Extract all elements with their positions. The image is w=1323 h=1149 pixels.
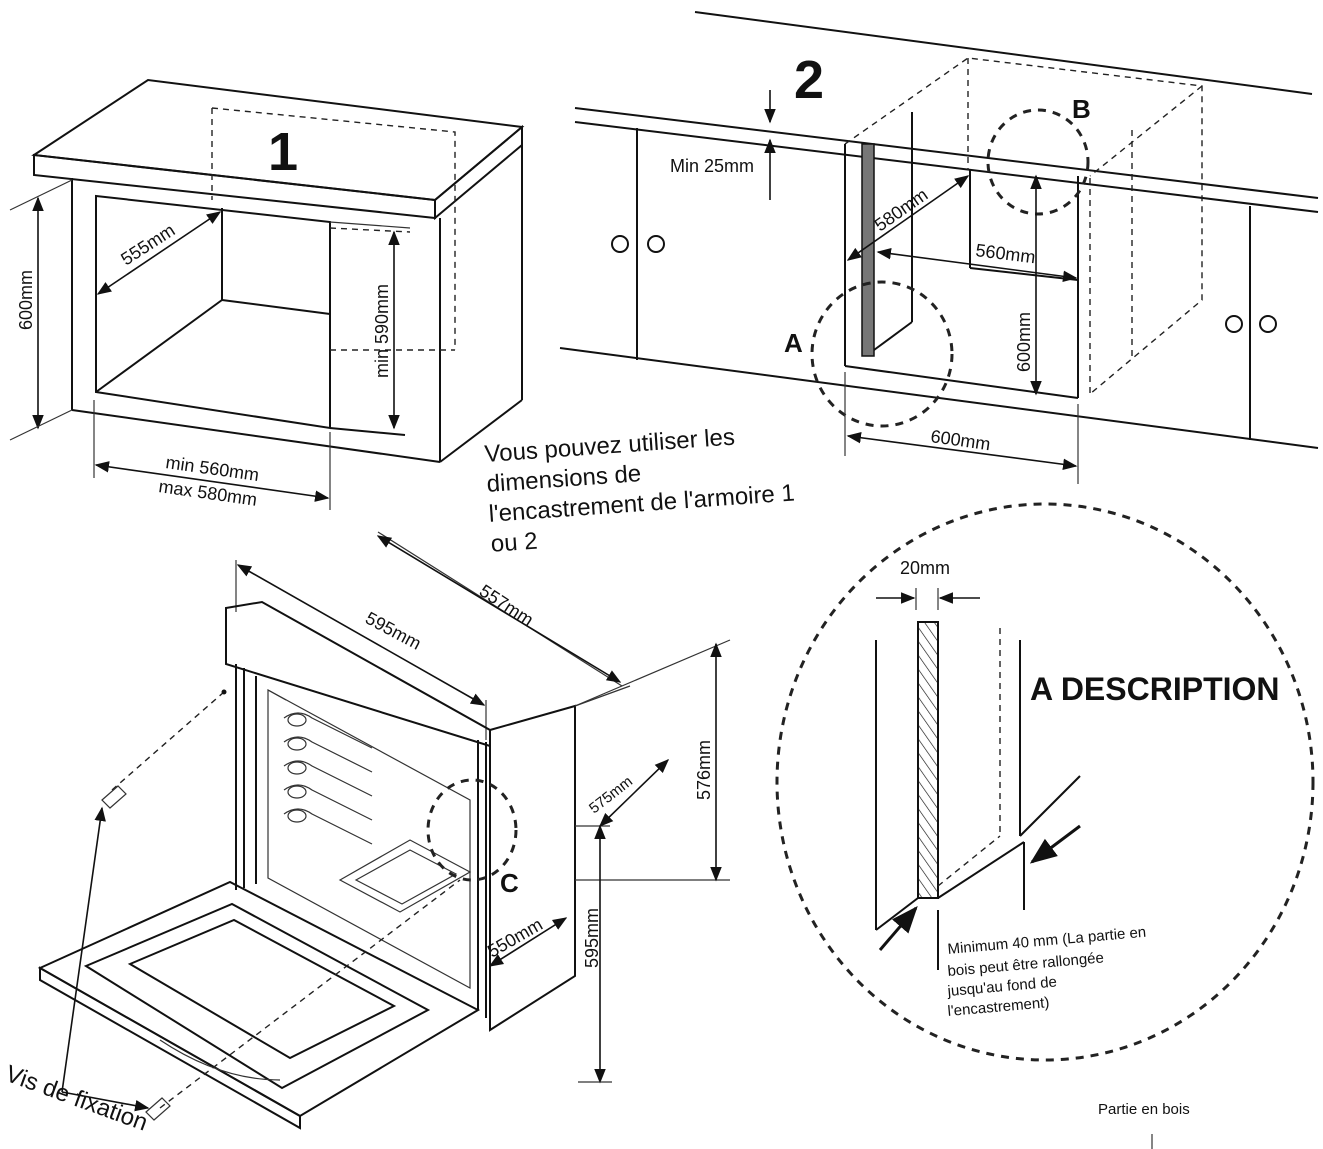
fig2-depth-label: 580mm xyxy=(871,184,932,235)
fig1-depth-label: 555mm xyxy=(117,220,178,269)
oven-door-depth-label: 550mm xyxy=(484,914,546,961)
knob-icon xyxy=(611,235,629,253)
fig2-inner-width-label: 560mm xyxy=(975,240,1037,267)
fig2-gap-label: Min 25mm xyxy=(670,156,754,176)
wood-panel xyxy=(917,621,939,899)
detail-circle-b xyxy=(986,108,1090,216)
oven-side-depth-label: 575mm xyxy=(586,773,636,817)
rack-supports xyxy=(283,712,373,845)
detail-min-line-1: Minimum 40 mm (La partie en xyxy=(947,924,1147,958)
note-line-1: Vous pouvez utiliser les xyxy=(484,424,736,468)
screw-icon xyxy=(145,1097,171,1121)
oven-height-top-label: 576mm xyxy=(694,740,714,800)
detail-circle-a xyxy=(810,280,954,428)
fig2-height-label: 600mm xyxy=(1014,312,1034,372)
detail-thickness-label: 20mm xyxy=(900,558,950,578)
detail-a-circle xyxy=(775,502,1315,1062)
detail-title: A DESCRIPTION xyxy=(1030,671,1280,707)
knob-icon xyxy=(647,235,665,253)
oven-width-label: 595mm xyxy=(362,608,424,654)
fig1-height-label: 600mm xyxy=(16,270,36,330)
screw-icon xyxy=(101,785,127,809)
side-panel xyxy=(861,143,875,357)
fig1-min-height-label: min 590mm xyxy=(372,284,392,378)
fig1-number: 1 xyxy=(268,122,298,182)
fig2-width-label: 600mm xyxy=(929,426,991,454)
note-line-4: ou 2 xyxy=(490,528,538,558)
oven-drawing: C 576mm 595mm 575mm 550mm 557mm 595mm Vi… xyxy=(2,531,731,1137)
figure-2-kitchen-run: Min 25mm 580mm 560mm 600mm 600mm A B 2 xyxy=(559,11,1319,484)
fig2-number: 2 xyxy=(794,50,824,110)
figure-1-cabinet: 600mm 555mm min 590mm min 560mm max 580m… xyxy=(9,78,525,510)
detail-a-view: A DESCRIPTION 20mm Minimum 40 mm (La par… xyxy=(775,502,1315,1149)
marker-a: A xyxy=(784,328,803,358)
oven-height-label: 595mm xyxy=(582,908,602,968)
oven-depth-total-label: 557mm xyxy=(476,581,537,630)
knob-icon xyxy=(1259,315,1277,333)
screws-label: Vis de fixation xyxy=(2,1060,151,1136)
installation-note: Vous pouvez utiliser les dimensions de l… xyxy=(484,424,796,558)
knob-icon xyxy=(1225,315,1243,333)
marker-c: C xyxy=(500,868,519,898)
marker-b: B xyxy=(1072,94,1091,124)
wood-part-label: Partie en bois xyxy=(1098,1101,1190,1118)
detail-circle-c xyxy=(426,778,518,882)
